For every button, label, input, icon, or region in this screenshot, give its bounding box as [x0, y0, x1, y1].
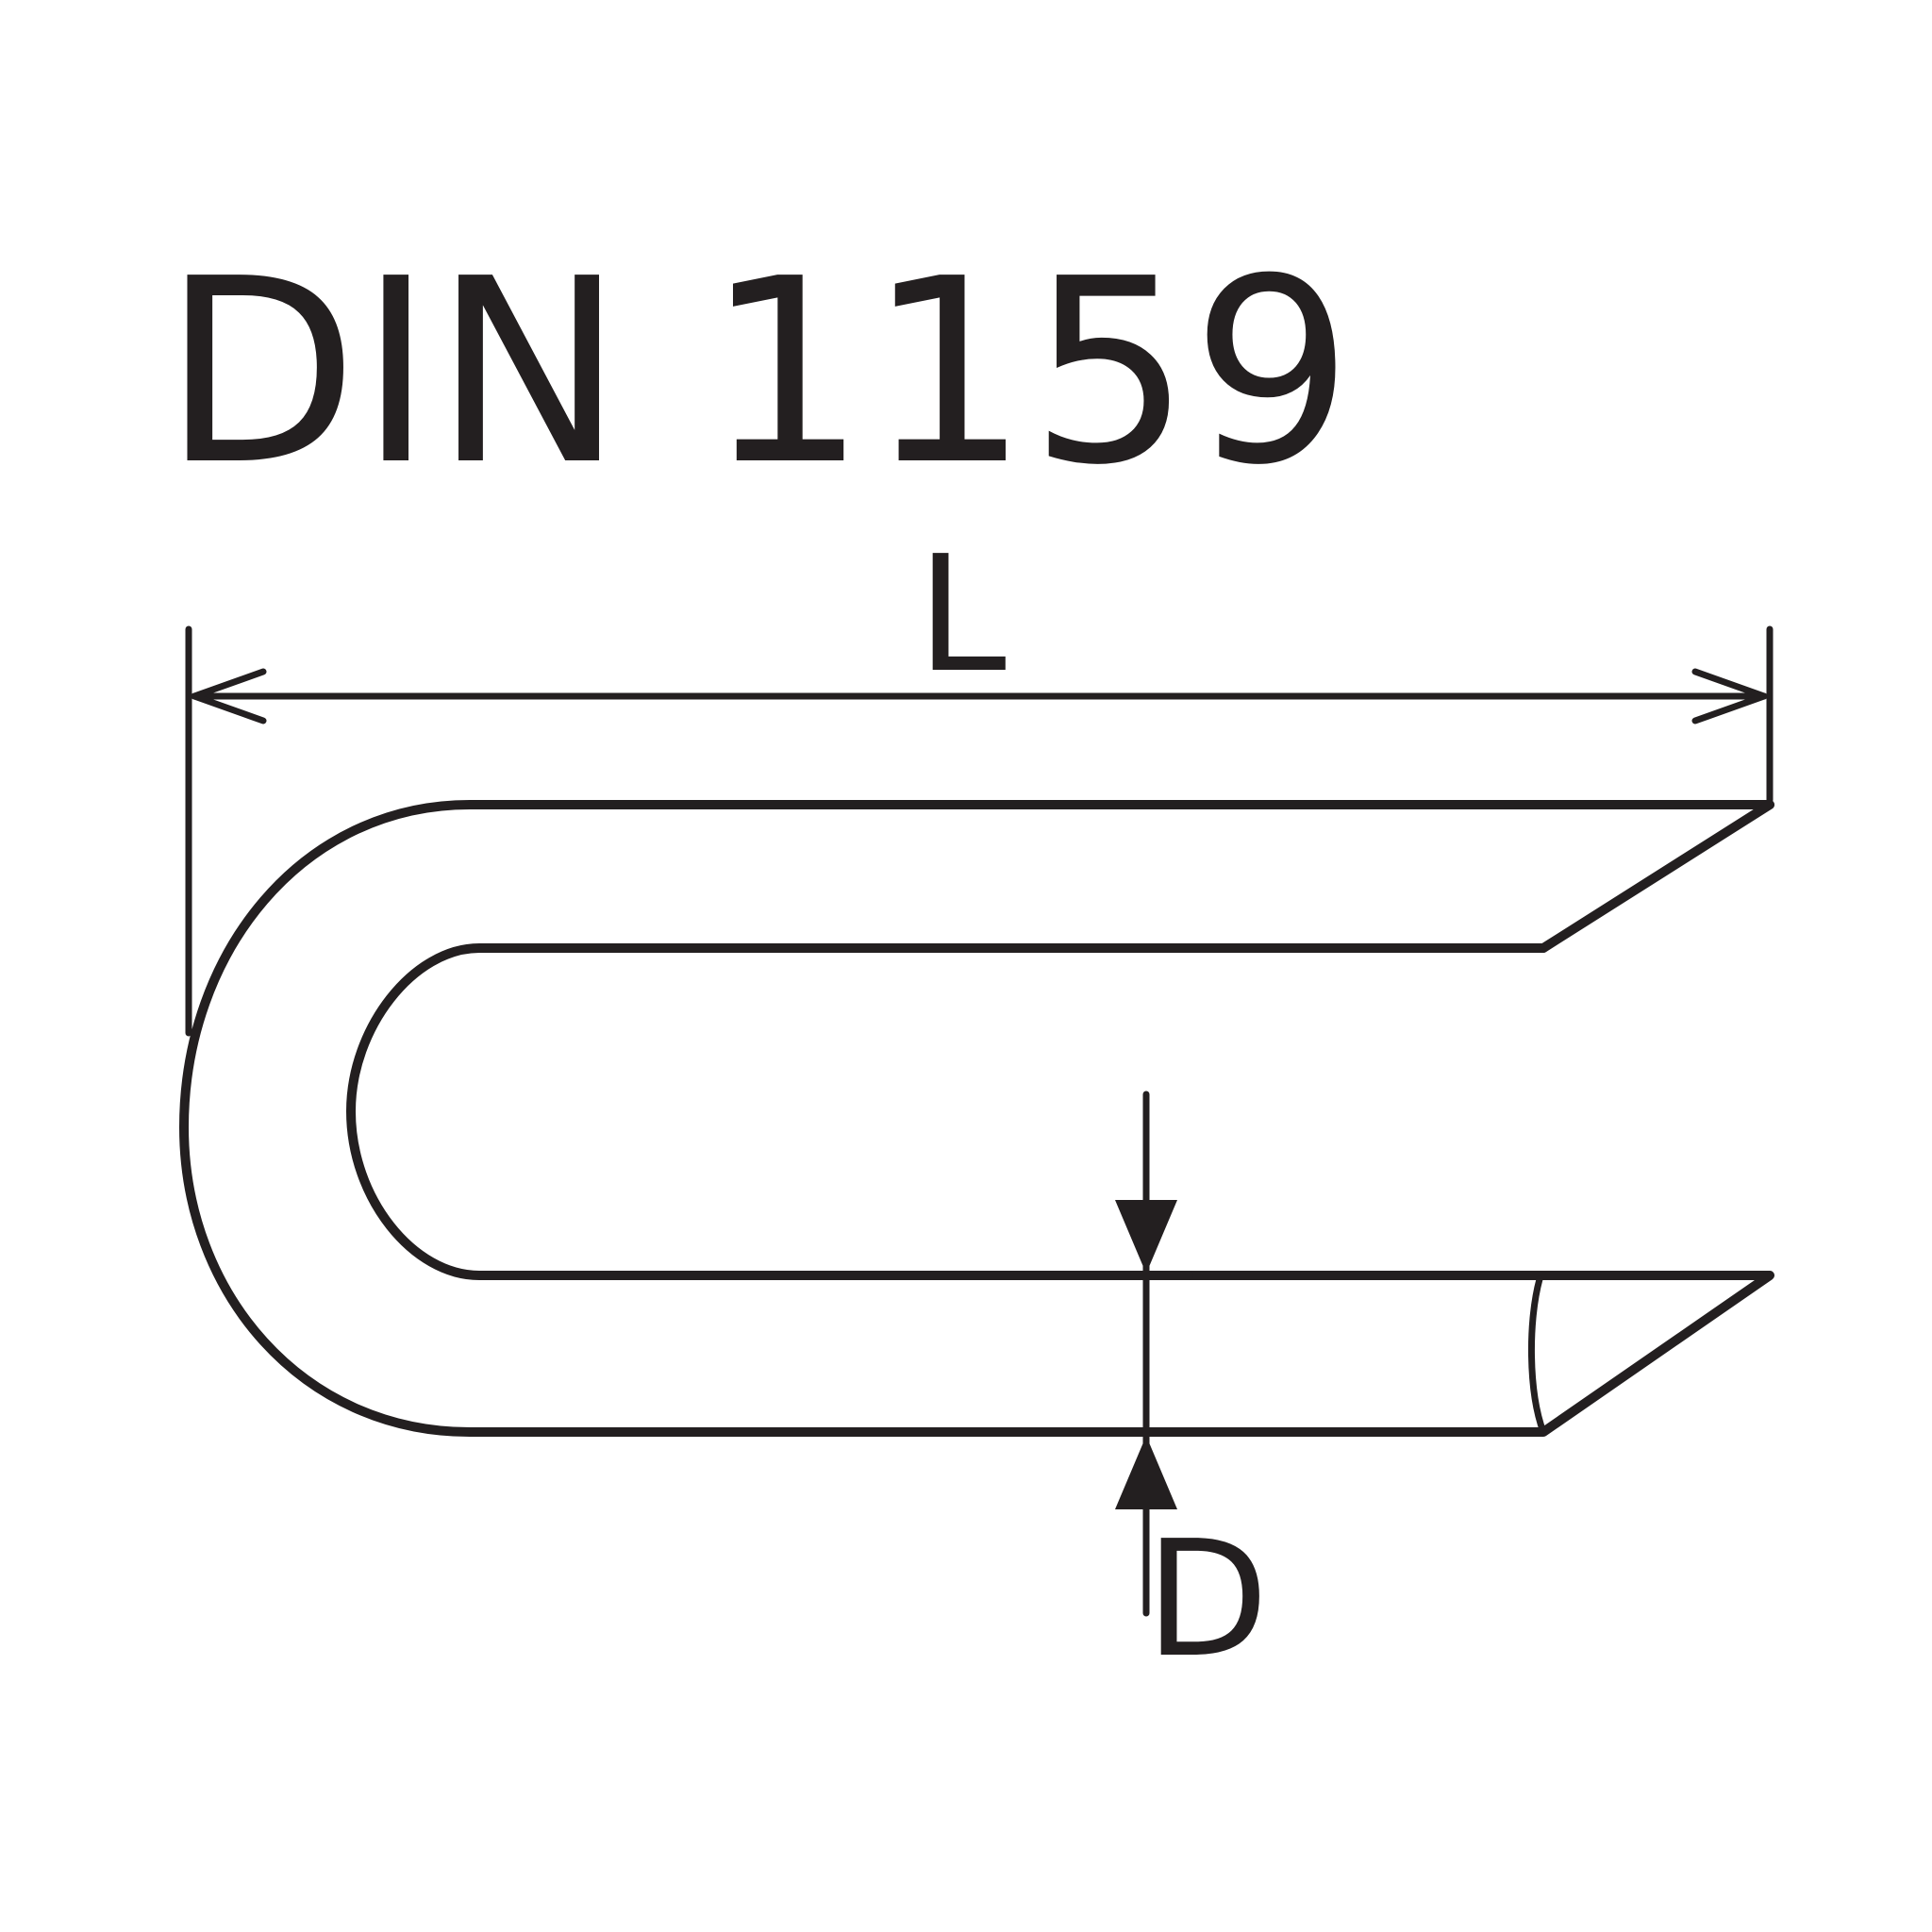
- diagram-title: DIN 1159: [162, 224, 1353, 521]
- upper-leg-point: [1539, 800, 1774, 953]
- lower-leg-point-edge: [1527, 1275, 1547, 1436]
- length-arrow-left-icon: [191, 668, 267, 724]
- diameter-arrow-top-icon: [1115, 1200, 1177, 1274]
- length-label: L: [917, 522, 1007, 708]
- diameter-arrow-bottom-icon: [1115, 1436, 1177, 1509]
- staple-inner-contour: [346, 943, 1548, 1280]
- staple-outer-contour: [179, 800, 1774, 1437]
- diameter-label: D: [1145, 1507, 1269, 1693]
- length-arrow-right-icon: [1691, 668, 1768, 724]
